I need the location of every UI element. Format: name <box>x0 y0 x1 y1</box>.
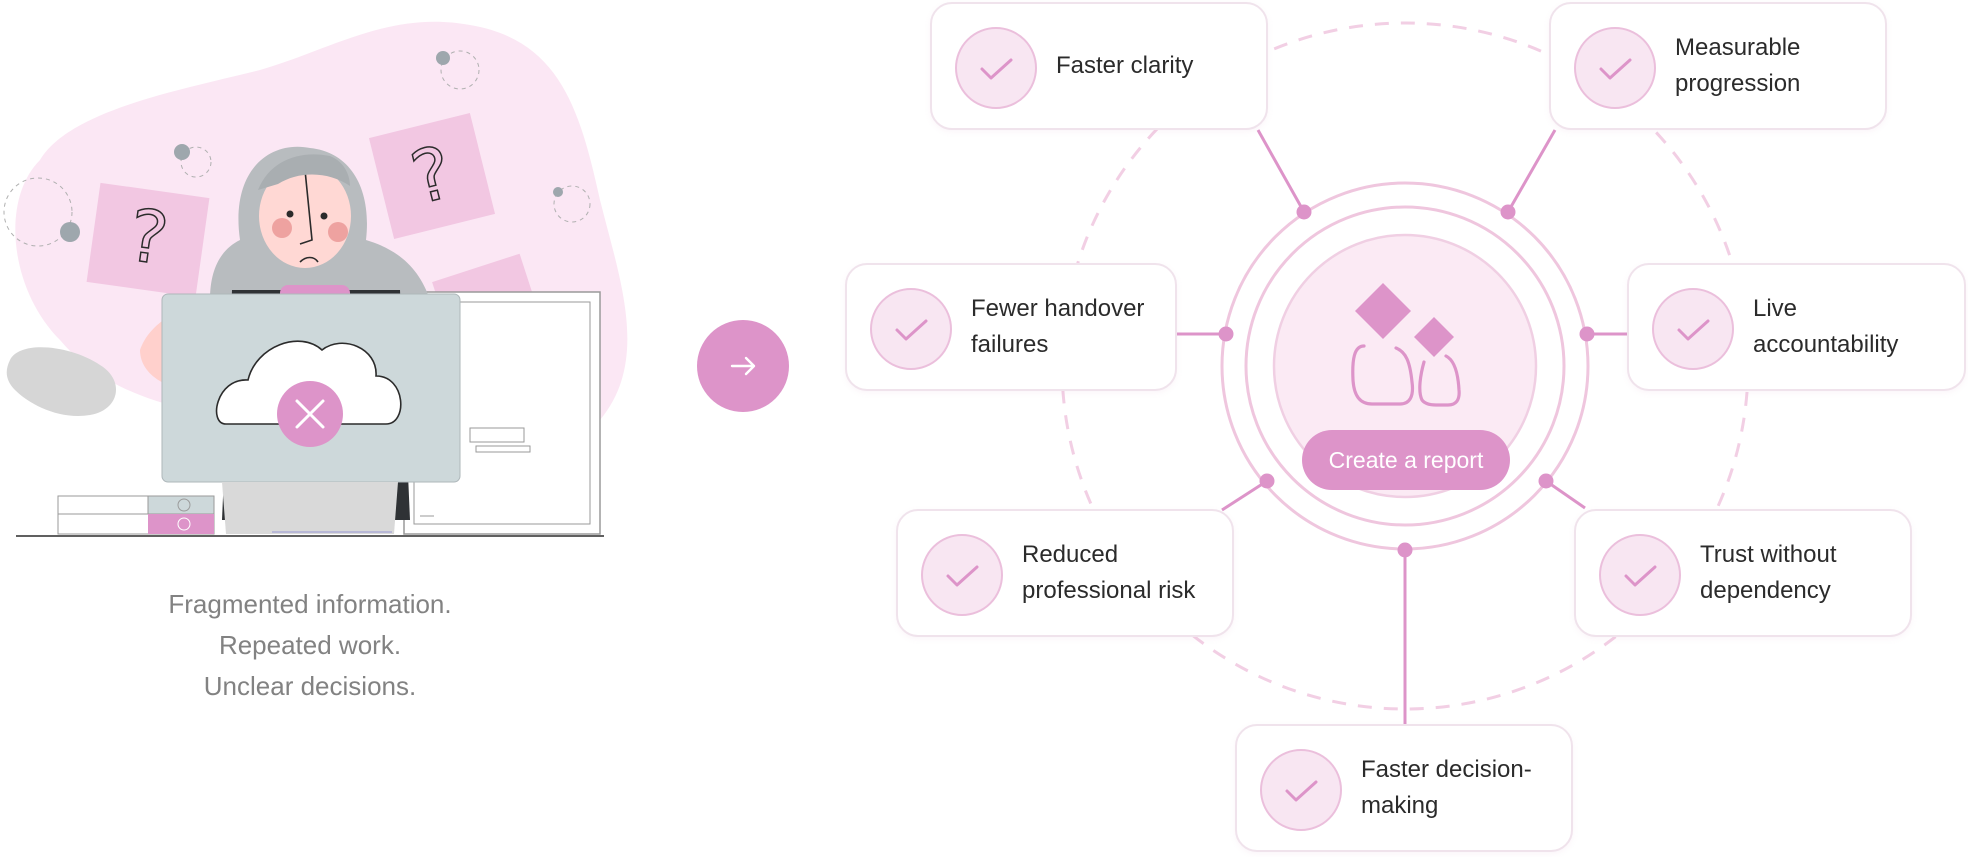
outcome-label: Faster clarity <box>1056 52 1194 79</box>
create-report-button[interactable]: Create a report <box>1302 430 1510 490</box>
check-icon <box>1260 749 1342 831</box>
caption-line-1: Fragmented information. <box>168 589 452 619</box>
check-icon <box>955 27 1037 109</box>
outcome-card-faster-clarity: Faster clarity <box>930 2 1268 130</box>
check-icon <box>1574 27 1656 109</box>
connector-trust <box>1545 479 1586 510</box>
inner-ring <box>1244 205 1566 527</box>
check-icon <box>870 288 952 370</box>
connector-dot <box>1218 326 1234 342</box>
caption-line-2: Repeated work. <box>218 630 402 660</box>
connector-dot <box>1259 473 1275 489</box>
outcome-label: Faster decision-making <box>1361 756 1532 819</box>
diamond-bags-icon <box>1351 283 1461 407</box>
connector-dot <box>1397 542 1413 558</box>
caption-line-3: Unclear decisions. <box>203 671 417 701</box>
connector-measurable-progression <box>1506 129 1557 213</box>
connector-reduced-risk <box>1221 479 1268 512</box>
connector-dot <box>1500 204 1516 220</box>
check-icon <box>1599 534 1681 616</box>
arrow-right-icon <box>730 356 756 376</box>
confused-person-offline-laptop-illustration: ? ? ? <box>3 21 628 537</box>
next-arrow-button[interactable] <box>697 320 789 412</box>
check-icon <box>921 534 1003 616</box>
connector-dot <box>1579 326 1595 342</box>
connector-dot <box>1296 204 1312 220</box>
outcome-card-faster-decision-making: Faster decision-making <box>1235 724 1573 852</box>
connector-faster-clarity <box>1256 129 1306 213</box>
check-icon <box>1652 288 1734 370</box>
connector-dot <box>1538 473 1554 489</box>
problem-caption: Fragmented information. Repeated work. U… <box>60 584 560 707</box>
